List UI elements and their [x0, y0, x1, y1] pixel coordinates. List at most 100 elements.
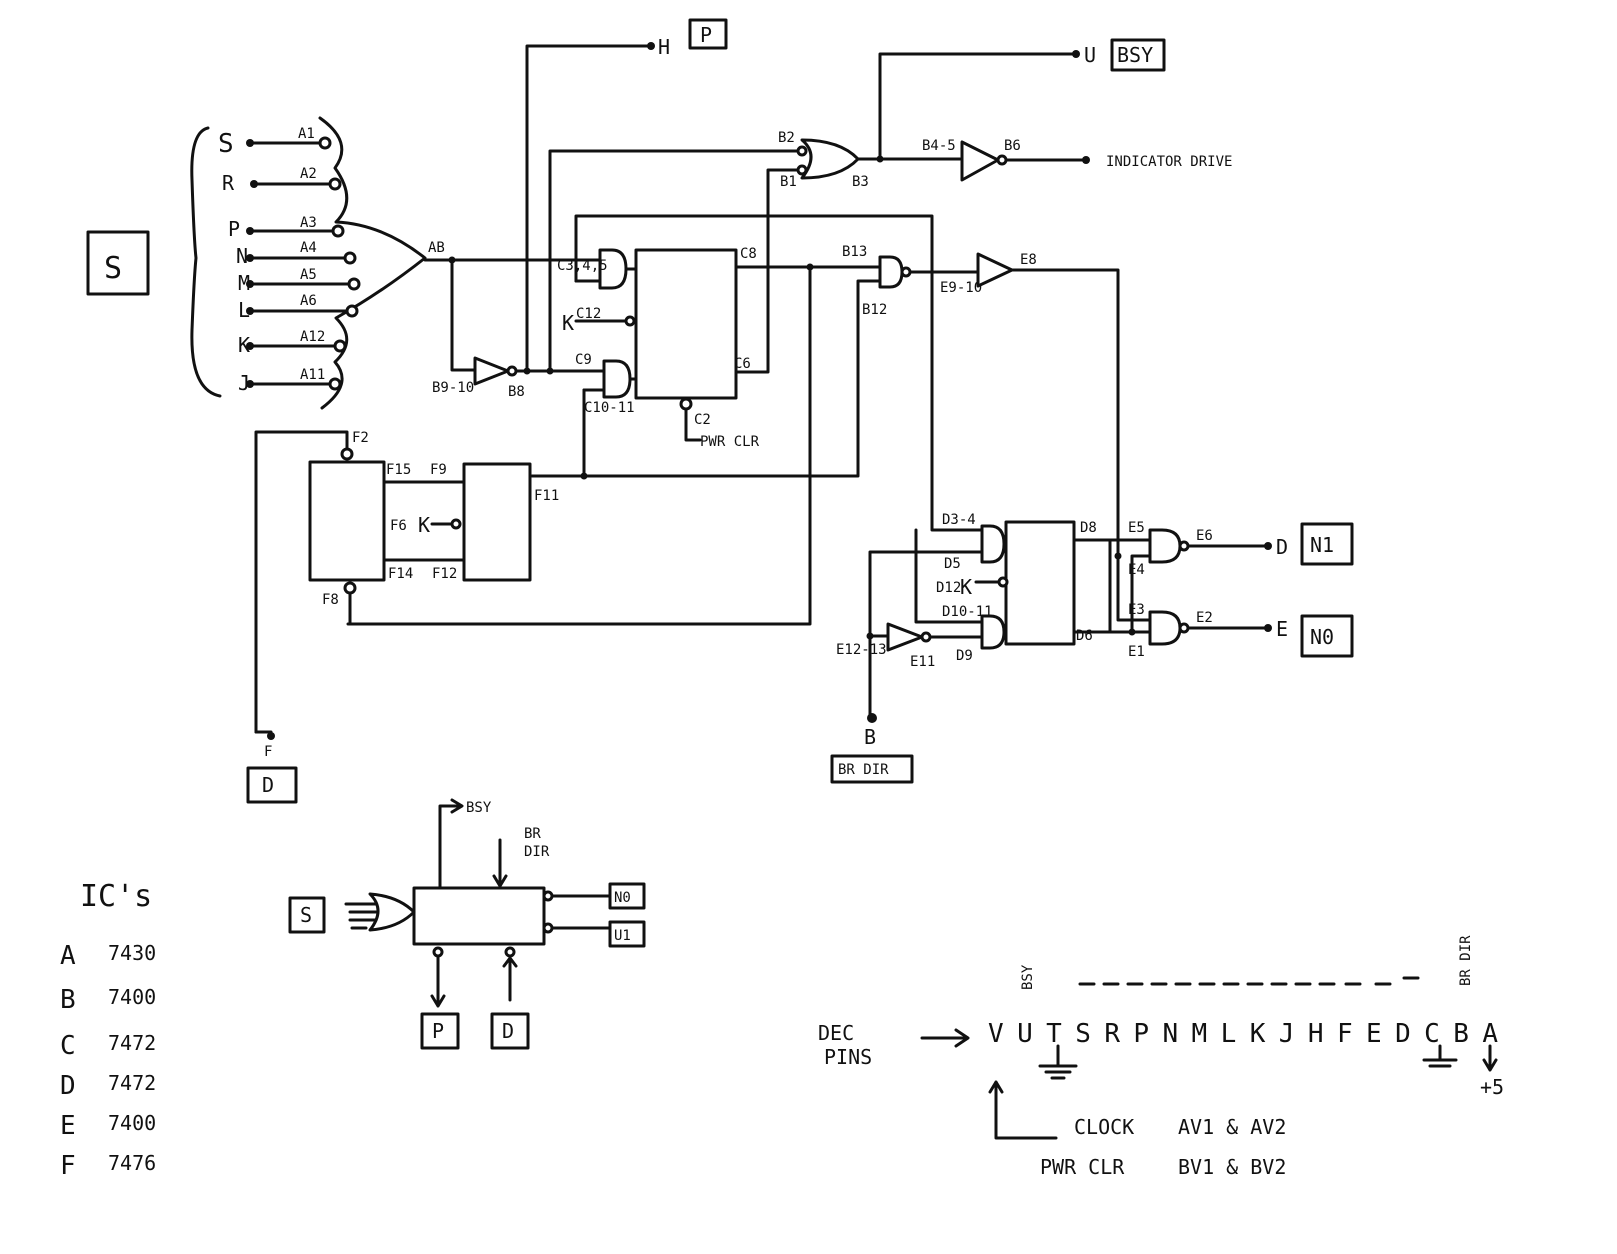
nand-gate-a-inverting-inputs [318, 136, 361, 391]
n1-box [1300, 522, 1354, 566]
label-f12: F12 [432, 566, 457, 582]
dec-clock-label: CLOCK [1074, 1115, 1134, 1139]
nand-gate-b13 [878, 255, 904, 289]
label-d3-4: D3-4 [942, 512, 976, 528]
and-gate-d9-11 [980, 614, 1006, 650]
wire-ab-inverter [450, 258, 477, 372]
block-u1-box [608, 920, 646, 948]
block-s-label: S [300, 903, 312, 927]
label-e5: E5 [1128, 520, 1145, 536]
wire-c8-f8 [346, 265, 812, 626]
dec-br-dir-label: BR DIR [1458, 935, 1474, 986]
flip-flop-c-body [634, 248, 738, 400]
ic-f-part: 7476 [108, 1151, 156, 1175]
input-name-j: J [238, 371, 250, 395]
input-name-l: L [238, 298, 250, 322]
pin-a12: A12 [300, 329, 325, 345]
br-dir-box [830, 754, 914, 784]
pin-a1: A1 [298, 126, 315, 142]
dec-plus5: +5 [1480, 1075, 1504, 1099]
block-n0-label: N0 [614, 890, 631, 906]
wire-c6-b1 [734, 168, 800, 374]
nand-b13-section: B13 B12 E9-10 E8 [530, 244, 1152, 622]
dec-clock-pins: AV1 & AV2 [1178, 1115, 1286, 1139]
block-p-label: P [432, 1019, 444, 1043]
label-c10-11: C10-11 [584, 400, 635, 416]
dec-wire-marks [1078, 976, 1420, 986]
label-e2: E2 [1196, 610, 1213, 626]
pin-a4: A4 [300, 240, 317, 256]
ic-a-part: 7430 [108, 941, 156, 965]
wire-c5-feedback [574, 214, 934, 522]
s-block-label: S [104, 251, 122, 286]
label-d-pin: D [1276, 535, 1288, 559]
ic-f-letter: F [60, 1151, 76, 1181]
block-u1-label: U1 [614, 928, 631, 944]
flip-flop-f-left [308, 460, 386, 582]
block-main [412, 886, 546, 946]
ground-u [1038, 1044, 1078, 1080]
and-gate-c9-11 [602, 359, 632, 399]
label-c12: C12 [576, 306, 601, 322]
n0-label: N0 [1310, 625, 1334, 649]
flip-flop-c: C3,4,5 K C12 C9 C10-11 C8 C6 C2 PWR CLR [346, 168, 934, 626]
label-b4-5: B4-5 [922, 138, 956, 154]
dec-bsy-label: BSY [1020, 964, 1036, 990]
label-b12: B12 [862, 302, 887, 318]
flip-flop-f: F2 F15 F9 F6 K F11 F14 F12 F8 F D [246, 430, 559, 804]
inverter-b9-10 [473, 356, 510, 386]
wire-to-h [525, 44, 650, 373]
block-s-box [288, 896, 326, 934]
input-wires [248, 141, 352, 386]
label-d5: D5 [944, 556, 961, 572]
nand-gate-a-body [318, 116, 427, 410]
label-e1: E1 [1128, 644, 1145, 660]
ic-e-part: 7400 [108, 1111, 156, 1135]
wire-b12-f11 [530, 279, 882, 478]
label-e-pin: E [1276, 617, 1288, 641]
label-e3: E3 [1128, 602, 1145, 618]
wire-to-u [878, 52, 1076, 161]
d-box-bottom [246, 766, 298, 804]
input-name-k: K [238, 333, 250, 357]
block-input-gate [368, 892, 416, 932]
inverter-e11 [886, 622, 924, 652]
block-d-label: D [502, 1019, 514, 1043]
d-box-bottom-label: D [262, 773, 274, 797]
dec-pwr-pins: BV1 & BV2 [1178, 1155, 1286, 1179]
ic-list: IC's A 7430 B 7400 C 7472 D 7472 E 7400 … [60, 879, 156, 1181]
label-k-d: K [960, 575, 972, 599]
label-b9-10: B9-10 [432, 380, 474, 396]
block-d-box [490, 1012, 530, 1050]
label-d6: D6 [1076, 628, 1093, 644]
label-k-f: K [418, 513, 430, 537]
ic-c-letter: C [60, 1031, 76, 1061]
input-dots [246, 139, 258, 388]
label-c3-5: C3,4,5 [557, 258, 608, 274]
wire-f2-f [254, 430, 349, 734]
label-c9: C9 [575, 352, 592, 368]
and-gate-d3-5 [980, 524, 1006, 564]
label-c8: C8 [740, 246, 757, 262]
ic-a-letter: A [60, 941, 76, 971]
label-f: F [264, 744, 272, 760]
flip-flop-d-body [1004, 520, 1076, 646]
dec-arrow [920, 1028, 970, 1048]
block-p-box [420, 1012, 460, 1050]
output-section: E5 E4 E6 E3 E1 E2 D E N1 N0 [1072, 520, 1354, 660]
p-box-top-label: P [700, 23, 712, 47]
indicator-drive-label: INDICATOR DRIVE [1106, 154, 1232, 170]
dec-pin-letters: VUTSRPNMLKJHFEDCBA [988, 1019, 1498, 1049]
input-section: S S R P N M L K J A1 A2 A3 A4 A5 A6 A12 … [86, 116, 445, 410]
bsy-box [1110, 38, 1166, 72]
label-b2: B2 [778, 130, 795, 146]
pin-a2: A2 [300, 166, 317, 182]
label-f8: F8 [322, 592, 339, 608]
pin-a6: A6 [300, 293, 317, 309]
label-e4: E4 [1128, 562, 1145, 578]
input-name-p: P [228, 217, 240, 241]
ic-b-letter: B [60, 985, 76, 1015]
label-f9: F9 [430, 462, 447, 478]
input-brace [190, 126, 222, 398]
